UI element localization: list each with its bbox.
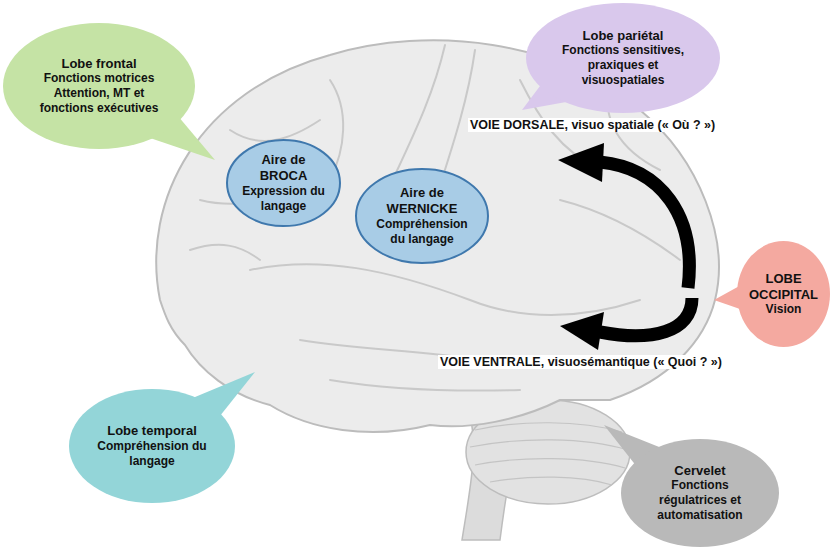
bubble-heading: Aire de BROCA (241, 152, 326, 183)
ventral-arrow (560, 298, 692, 350)
bubble-body: Vision (766, 302, 802, 317)
bubble-heading: Lobe pariétal (583, 28, 664, 44)
bubble-body: Fonctions régulatrices et automatisation (641, 478, 759, 523)
area-circle: Aire de BROCAExpression du langage (226, 139, 341, 227)
bubble-outline (737, 241, 830, 347)
bubble-body: Fonctions motrices Attention, MT et fonc… (27, 71, 171, 116)
bubble-shape (620, 438, 780, 548)
speech-bubble: LOBE OCCIPITALVision (736, 240, 831, 348)
bubble-body: Compréhension du langage (373, 217, 472, 247)
speech-bubble: Lobe frontalFonctions motrices Attention… (2, 22, 196, 150)
speech-bubble: Lobe temporalCompréhension du langage (68, 388, 236, 504)
bubble-body: Expression du langage (241, 184, 326, 214)
bubble-content: Lobe frontalFonctions motrices Attention… (27, 56, 171, 117)
bubble-outline (356, 169, 488, 263)
bubble-shape (525, 2, 721, 114)
bubble-body: Fonctions sensitives, praxiques et visuo… (551, 43, 696, 88)
bubble-heading: Lobe frontal (61, 56, 136, 72)
bubble-outline (621, 439, 779, 547)
bubble-outline (3, 23, 195, 149)
area-circle: Aire de WERNICKECompréhension du langage (355, 168, 489, 264)
bubble-heading: LOBE OCCIPITAL (749, 271, 819, 302)
bubble-shape (226, 139, 341, 227)
pathway-label: VOIE DORSALE, visuo spatiale (« Où ? ») (468, 118, 717, 132)
pathway-label: VOIE VENTRALE, visuosémantique (« Quoi ?… (438, 355, 724, 369)
bubble-body: Compréhension du langage (90, 439, 214, 469)
bubble-shape (2, 22, 196, 150)
bubble-content: Lobe pariétalFonctions sensitives, praxi… (551, 28, 696, 89)
bubble-content: Lobe temporalCompréhension du langage (90, 423, 214, 469)
bubble-outline (526, 3, 720, 113)
bubble-heading: Cervelet (674, 463, 725, 479)
bubble-content: LOBE OCCIPITALVision (749, 271, 819, 317)
speech-bubble: CerveletFonctions régulatrices et automa… (620, 438, 780, 548)
speech-bubble: Lobe pariétalFonctions sensitives, praxi… (525, 2, 721, 114)
dorsal-arrow (558, 143, 689, 288)
cerebellum-folds (470, 423, 628, 485)
bubble-outline (69, 389, 235, 503)
bubble-content: CerveletFonctions régulatrices et automa… (641, 463, 759, 524)
bubble-content: Aire de BROCAExpression du langage (241, 152, 326, 213)
bubble-heading: Lobe temporal (107, 423, 197, 439)
bubble-heading: Aire de WERNICKE (373, 185, 472, 216)
bubble-content: Aire de WERNICKECompréhension du langage (373, 185, 472, 246)
bubble-outline (227, 140, 340, 226)
